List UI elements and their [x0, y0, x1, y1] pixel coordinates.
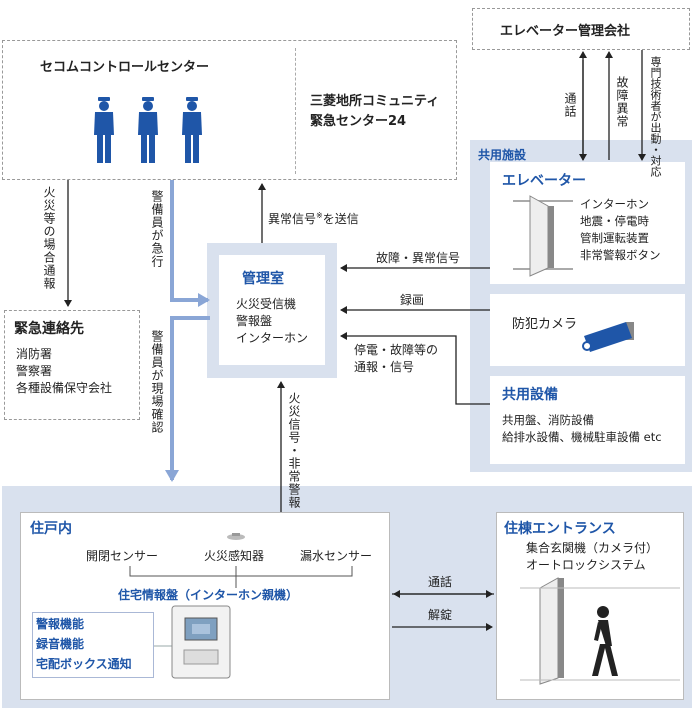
label-fire-signal: 火災信号・非常警報 — [287, 392, 301, 509]
emergency-item-maintenance: 各種設備保守会社 — [16, 381, 113, 395]
elevator-title: エレベーター — [502, 173, 586, 189]
guard-route-rush — [170, 180, 210, 307]
camera-icon — [582, 322, 634, 352]
label-guard-check: 警備員が現場確認 — [150, 330, 164, 434]
entrance-item-door-phone: 集合玄関機（カメラ付） — [526, 541, 659, 555]
emergency-item-police: 警察署 — [16, 364, 53, 378]
elevator-item-quake: 地震・停電時 — [580, 214, 649, 228]
label-dispatch: 専門技術者が出動・対応 — [648, 56, 662, 177]
management-title: 管理室 — [242, 271, 284, 287]
entrance-title: 住棟エントランス — [504, 521, 616, 537]
emergency-list: 消防署 警察署 各種設備保守会社 — [16, 346, 112, 397]
mec-name: 三菱地所コミュニティ 緊急センター24 — [310, 92, 439, 132]
shared-facilities-label: 共用施設 — [478, 148, 527, 162]
line-equipment-to-management — [340, 332, 490, 405]
home-panel-title: 住宅情報盤（インターホン親機） — [118, 588, 299, 602]
equipment-item-water: 給排水設備、機械駐車設備 etc — [502, 430, 662, 444]
functions-box — [32, 612, 154, 678]
label-send-signal-text: 異常信号 — [268, 212, 317, 226]
emergency-title: 緊急連絡先 — [14, 321, 84, 337]
secom-divider — [295, 48, 296, 174]
function-delivery: 宅配ボックス通知 — [36, 657, 132, 671]
label-guard-rush: 警備員が急行 — [150, 190, 164, 268]
function-alarm: 警報機能 — [36, 617, 85, 631]
entrance-box — [496, 512, 684, 700]
secom-title: セコムコントロールセンター — [40, 60, 210, 75]
equipment-item-panel: 共用盤、消防設備 — [502, 413, 594, 427]
camera-box — [490, 294, 685, 366]
label-dispatch-line1: 専門技術者が — [649, 56, 662, 122]
label-call: 通話 — [563, 92, 577, 118]
sensor-bracket — [129, 566, 353, 588]
elevator-list: インターホン 地震・停電時 管制運転装置 非常警報ボタン — [580, 196, 661, 264]
management-office — [219, 255, 325, 365]
elevator-item-intercom: インターホン — [580, 197, 649, 211]
elevator-door-icon — [513, 195, 573, 277]
label-record: 録画 — [400, 293, 425, 307]
sensor-water: 漏水センサー — [300, 549, 373, 563]
walking-person-icon — [592, 606, 618, 676]
elevator-item-control: 管制運転装置 — [580, 231, 649, 245]
mec-name-line2: 緊急センター24 — [310, 114, 407, 129]
label-outage-line1: 停電・故障等の — [354, 343, 439, 357]
label-send-signal: 異常信号※を送信 — [268, 207, 359, 228]
elevator-company-box — [472, 8, 690, 50]
label-outage: 停電・故障等の 通報・信号 — [354, 342, 438, 376]
elevator-item-alarm-button: 非常警報ボタン — [580, 248, 661, 262]
sensor-fire: 火災感知器 — [204, 549, 265, 563]
management-item-intercom: インターホン — [236, 331, 309, 345]
label-outage-line2: 通報・信号 — [354, 360, 415, 374]
equipment-box — [490, 376, 685, 464]
entrance-door-icon — [520, 577, 680, 685]
label-fire-notify: 火災等の場合通報 — [42, 186, 56, 290]
entrance-list: 集合玄関機（カメラ付） オートロックシステム — [526, 540, 658, 574]
management-item-fire-receiver: 火災受信機 — [236, 297, 297, 311]
label-entrance-call: 通話 — [428, 575, 453, 589]
mec-name-line1: 三菱地所コミュニティ — [310, 94, 440, 109]
secom-control-center — [2, 40, 457, 180]
label-fault: 故障異常 — [615, 76, 629, 128]
fire-detector-icon — [227, 533, 245, 540]
elevator-company-title: エレベーター管理会社 — [500, 24, 631, 39]
label-dispatch-line2: 出動・対応 — [649, 122, 662, 177]
guard-route-check — [165, 316, 210, 482]
entrance-item-autolock: オートロックシステム — [526, 558, 646, 572]
equipment-title: 共用設備 — [502, 387, 558, 403]
label-fault-signal: 故障・異常信号 — [376, 251, 461, 265]
elevator-box — [490, 162, 685, 284]
label-send-signal-tail: を送信 — [322, 212, 359, 226]
dwelling-title: 住戸内 — [30, 521, 72, 537]
emergency-item-fire: 消防署 — [16, 347, 53, 361]
intercom-panel-icon — [154, 605, 231, 679]
sensor-door: 開閉センサー — [86, 549, 159, 563]
management-list: 火災受信機 警報盤 インターホン — [236, 296, 308, 347]
equipment-list: 共用盤、消防設備 給排水設備、機械駐車設備 etc — [502, 412, 662, 446]
label-send-signal-mark: ※ — [316, 211, 323, 220]
emergency-contacts-box — [4, 310, 140, 420]
management-item-alarm-panel: 警報盤 — [236, 314, 273, 328]
camera-title: 防犯カメラ — [512, 317, 578, 332]
functions-list: 警報機能 録音機能 宅配ボックス通知 — [36, 614, 132, 674]
function-record: 録音機能 — [36, 637, 85, 651]
label-unlock: 解錠 — [428, 608, 453, 622]
